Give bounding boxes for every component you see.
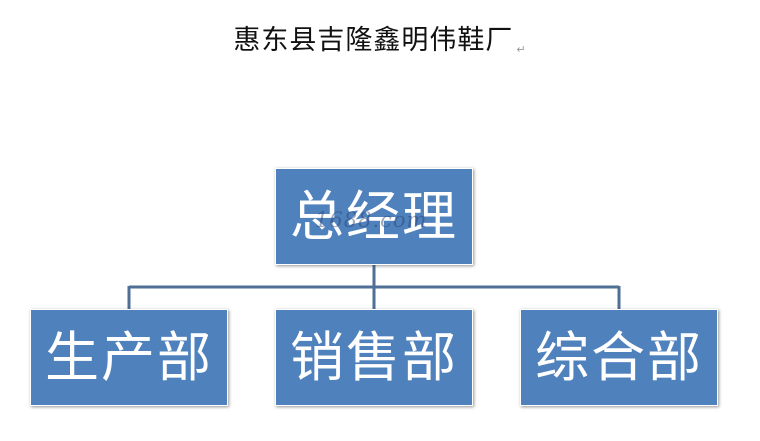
org-node-label: 生产部 <box>45 325 213 389</box>
org-node-label: 总经理 <box>290 184 458 248</box>
org-node-label: 销售部 <box>290 325 458 389</box>
org-node-sales-dept: 销售部 <box>275 309 473 406</box>
document-title: 惠东县吉隆鑫明伟鞋厂↵ <box>0 18 760 57</box>
org-node-general-affairs-dept: 综合部 <box>520 309 718 406</box>
paragraph-mark: ↵ <box>516 43 527 56</box>
org-node-general-manager: 总经理 <box>275 168 473 265</box>
document-title-text: 惠东县吉隆鑫明伟鞋厂 <box>233 25 514 56</box>
org-node-label: 综合部 <box>535 325 703 389</box>
org-node-production-dept: 生产部 <box>30 309 228 406</box>
